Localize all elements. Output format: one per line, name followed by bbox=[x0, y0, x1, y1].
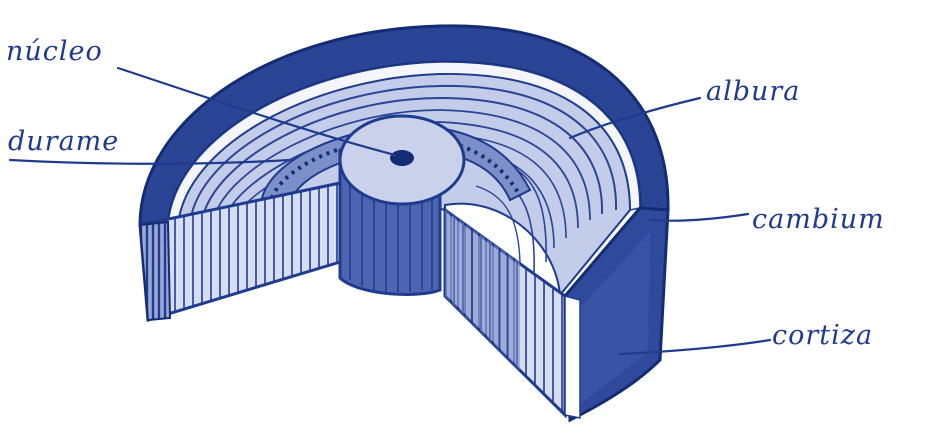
label-durame: durame bbox=[8, 126, 119, 157]
label-albura: albura bbox=[706, 76, 800, 107]
label-corteza: cortiza bbox=[772, 320, 873, 351]
label-cambium: cambium bbox=[752, 204, 885, 235]
label-nucleo: núcleo bbox=[6, 36, 103, 67]
